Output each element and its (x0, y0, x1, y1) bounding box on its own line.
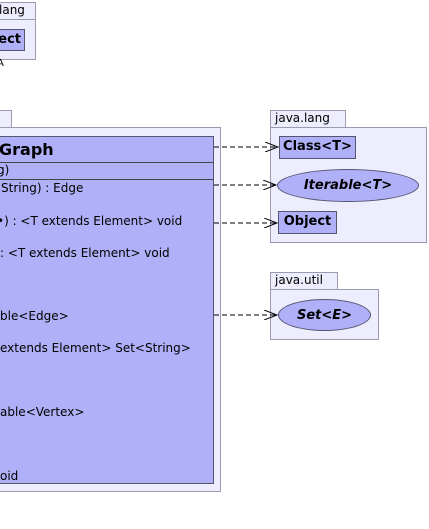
interface-set-e[interactable]: Set<E> (278, 299, 371, 331)
package-name-java-util: java.util (275, 273, 323, 287)
class-graph-method-6: able<Vertex> (0, 405, 85, 419)
class-object-partial-label: ect (0, 32, 21, 47)
class-graph-title: Graph (0, 140, 54, 159)
package-name-lang: lang (0, 3, 25, 17)
stray-mark: A (0, 58, 4, 69)
class-graph-method-1: String) : Edge (1, 181, 84, 195)
class-graph-method-3: : <T extends Element> void (0, 246, 170, 260)
class-graph-method-4: ble<Edge> (0, 309, 69, 323)
class-graph-attribute-separator (0, 179, 213, 180)
class-graph-attribute: g) (0, 163, 10, 177)
package-name-java-lang: java.lang (275, 111, 330, 125)
interface-iterable-t-label: Iterable<T> (303, 178, 393, 193)
class-graph-method-5: extends Element> Set<String> (0, 341, 191, 355)
class-object-partial[interactable]: ect (0, 29, 25, 51)
class-class-t-label: Class<T> (283, 139, 352, 154)
class-graph-title-separator (0, 162, 213, 163)
class-graph[interactable] (0, 136, 214, 484)
interface-set-e-label: Set<E> (296, 307, 353, 323)
interface-iterable-t[interactable]: Iterable<T> (277, 169, 419, 202)
class-class-t[interactable]: Class<T> (279, 136, 356, 159)
class-object[interactable]: Object (278, 211, 337, 234)
class-graph-method-7: oid (0, 469, 19, 483)
package-tab-java-lang: java.lang (270, 110, 346, 128)
class-graph-method-2: •) : <T extends Element> void (0, 214, 183, 228)
class-object-label: Object (283, 214, 332, 229)
